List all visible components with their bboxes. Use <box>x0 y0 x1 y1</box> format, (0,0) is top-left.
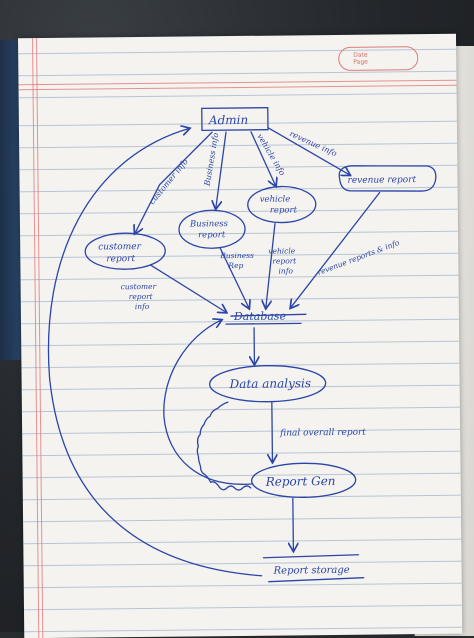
customer-report-info-label-2: report <box>129 292 154 301</box>
admin-label: Admin <box>208 113 248 127</box>
storage-line-top <box>263 555 358 558</box>
final-overall-report-label: final overall report <box>279 428 366 439</box>
customer-info-label: customer info <box>147 157 190 206</box>
vehicle-report-label-1: vehicle <box>260 194 291 204</box>
report-gen-label: Report Gen <box>265 474 336 489</box>
reportgen-to-storage-arrow <box>293 498 294 550</box>
analysis-to-reportgen-arrow <box>272 402 273 462</box>
customer-report-info-label-1: customer <box>121 282 157 291</box>
customer-report-label-2: report <box>106 254 135 264</box>
storage-line-bottom <box>269 578 364 582</box>
customer-report-info-arrow <box>150 264 225 313</box>
database-underline <box>226 323 301 324</box>
diagram-drawing: Admin customer report Business report ve… <box>18 34 462 638</box>
business-rep-label-2: Rep <box>227 261 243 270</box>
report-storage-label: Report storage <box>273 565 350 577</box>
database-label: Database <box>233 309 287 323</box>
feedback-loop-arrow <box>163 320 253 485</box>
revenue-report-label: revenue report <box>347 175 416 186</box>
vehicle-report-label-2: report <box>270 205 298 215</box>
data-analysis-label: Data analysis <box>229 376 312 391</box>
customer-report-info-label-3: info <box>135 302 150 311</box>
vehicle-info-label: vehicle info <box>255 132 287 177</box>
business-report-label-2: report <box>198 230 226 240</box>
business-info-label: Business info <box>203 132 221 188</box>
vehicle-report-info-label-2: report <box>272 256 297 265</box>
notebook-page: Date Page <box>18 34 462 638</box>
business-report-label-1: Business <box>189 219 229 229</box>
customer-report-label-1: customer <box>98 242 141 252</box>
vehicle-report-info-label-3: info <box>278 266 293 275</box>
vehicle-report-info-arrow <box>265 224 276 308</box>
vehicle-report-info-label-1: vehicle <box>268 246 296 255</box>
business-rep-label-1: Business <box>219 251 254 260</box>
